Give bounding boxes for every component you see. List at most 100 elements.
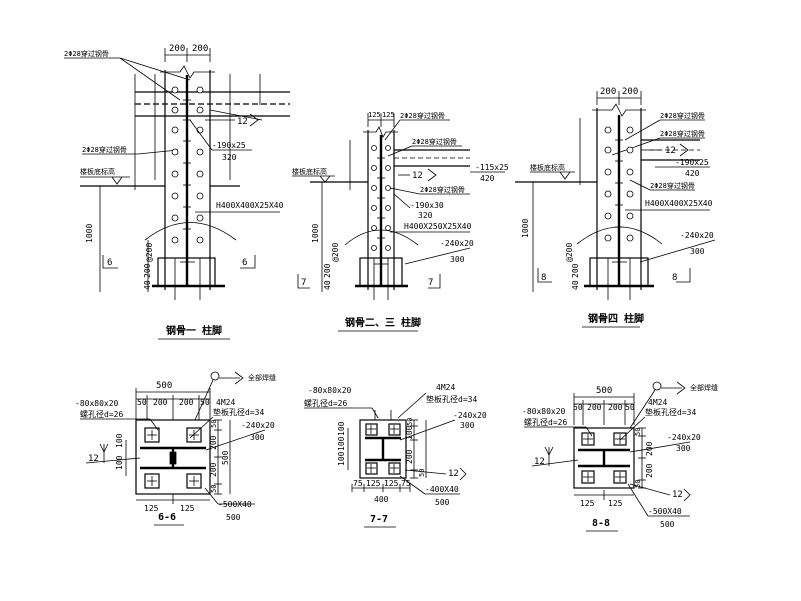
elev2-dim-top-b: 125 — [382, 111, 395, 119]
plan7-washer: 垫板孔径d=34 — [426, 394, 477, 404]
elev2-plate: -240x20 — [440, 239, 474, 248]
plan6-plate-len: 300 — [250, 433, 265, 442]
plan6-right-dim-c: 200 — [209, 462, 218, 477]
plan6-left-dim-a: 100 — [115, 433, 124, 448]
plan8-bottom-dim-b: 125 — [608, 499, 623, 508]
plan7-hole: 螺孔径d=26 — [304, 398, 347, 408]
elev3-stud3-label: 2Φ28穿过钢骨 — [650, 181, 695, 190]
plan8-plate-len: 300 — [676, 444, 691, 453]
plan6-top-dim-c: 200 — [179, 398, 194, 407]
plan7-right-dim-d: 50 — [418, 469, 426, 477]
elev3-base1: 40 — [571, 280, 580, 290]
plan7-right-dim-c: 200 — [405, 449, 414, 464]
plan8-right-dim-c: 200 — [645, 463, 654, 478]
elev2-cut-left: 7 — [301, 278, 306, 288]
plan6-bottom-dim-b: 125 — [180, 504, 195, 513]
plan-7-7: -80x80x20 螺孔径d=26 4M24 垫板孔径d=34 -240x20 … — [304, 383, 487, 528]
plan7-left-dim-a: 100 — [337, 421, 346, 436]
plan6-right-dim-a: 50 — [210, 420, 218, 428]
elev3-cut-right: 8 — [672, 273, 677, 283]
elev2-stiffener2: -190x30 — [410, 201, 444, 210]
elev1-dim-top-a: 200 — [169, 44, 185, 54]
plan8-all-weld: 全部焊缝 — [690, 383, 718, 392]
elev2-stiffener: -115x25 — [475, 163, 509, 172]
elev1-holes — [171, 86, 204, 244]
plan6-top-dim-d: 50 — [200, 398, 210, 407]
plan7-plate-len: 300 — [460, 421, 475, 430]
elev3-holes — [604, 126, 634, 242]
plan6-right-dim-b: 200 — [209, 435, 218, 450]
plan6-bottom-dim-a: 125 — [144, 504, 159, 513]
elev1-cut-right: 6 — [242, 258, 247, 268]
plan7-angle: -80x80x20 — [308, 386, 352, 395]
plan6-washer: 垫板孔径d=34 — [213, 407, 264, 417]
plan6-top-total: 500 — [156, 381, 172, 391]
plan7-weld: 12 — [448, 469, 459, 479]
plan8-top-dim-b: 200 — [587, 403, 602, 412]
plan7-bottom-dim-c: 125 — [384, 479, 399, 488]
elev2-section: H400X250X25X40 — [404, 222, 472, 231]
plan6-bolts: 4M24 — [216, 398, 235, 407]
plan6-right-dim-d: 50 — [210, 485, 218, 493]
plan8-top-total: 500 — [596, 386, 612, 396]
elev3-spacing: @200 — [565, 243, 574, 262]
elev2-stud-label: 2Φ28穿过钢骨 — [400, 111, 445, 120]
plan8-right-dim-a: 50 — [634, 428, 642, 436]
plan7-bolts: 4M24 — [436, 383, 455, 392]
elev3-plate: -240x20 — [680, 231, 714, 240]
plan7-left-dim-b: 100 — [337, 436, 346, 451]
elev3-stud-label: 2Φ28穿过钢骨 — [660, 111, 705, 120]
elev3-stud2-label: 2Φ28穿过钢骨 — [660, 129, 705, 138]
elev1-dim-top-b: 200 — [192, 44, 208, 54]
plan6-base: -500X40 — [218, 500, 252, 509]
plan7-bottom-dim-b: 125 — [366, 479, 381, 488]
elev1-weld: 12 — [237, 117, 248, 127]
elev3-height: 1000 — [521, 219, 530, 238]
plan7-right-dim-b: 100 — [405, 425, 414, 440]
elev1-cut-left: 6 — [107, 258, 112, 268]
elev1-stiffener-len: 320 — [222, 153, 237, 162]
elev1-section: H400X400X25X40 — [216, 201, 284, 210]
plan6-weld: 12 — [88, 454, 99, 464]
elev2-title: 钢骨二、三 柱脚 — [345, 316, 421, 329]
elev1-stud2-label: 2Φ28穿过钢骨 — [82, 145, 127, 154]
elev2-base1: 40 — [323, 280, 332, 290]
plan8-right-dim-b: 200 — [645, 441, 654, 456]
elev2-stud2-label: 2Φ28穿过钢骨 — [412, 137, 457, 146]
plan8-angle: -80x80x20 — [522, 407, 566, 416]
plan8-top-dim-a: 50 — [573, 403, 583, 412]
elev1-base2: 200 — [143, 263, 152, 278]
plan7-bottom-dim-d: 75 — [401, 479, 411, 488]
plan6-top-dim-b: 200 — [153, 398, 168, 407]
plan6-title: 6-6 — [158, 512, 176, 523]
elev1-base1: 40 — [143, 280, 152, 290]
elev3-section: H400X400X25X40 — [645, 199, 713, 208]
plan8-top-dim-c: 200 — [608, 403, 623, 412]
plan7-plate: -240x20 — [453, 411, 487, 420]
plan8-weld: 12 — [534, 457, 545, 467]
elev2-plate-len: 300 — [450, 255, 465, 264]
plan7-base: -400X40 — [425, 485, 459, 494]
elev3-slab-label: 楼板底标高 — [530, 163, 565, 172]
elevation-2: 125 125 楼板底标高 2Φ28穿过钢骨 2Φ28穿过钢骨 2Φ28穿过钢骨… — [292, 111, 509, 332]
plan7-bottom-total: 400 — [374, 495, 389, 504]
plan8-hole: 螺孔径d=26 — [524, 417, 567, 427]
elev2-cut-right: 7 — [428, 278, 433, 288]
elev3-weld: 12 — [665, 146, 676, 156]
plan7-right-dim-a: 50 — [406, 418, 414, 426]
plan8-top-dim-d: 50 — [625, 403, 635, 412]
elev2-stiffener-len: 420 — [480, 174, 495, 183]
elev2-height: 1000 — [311, 224, 320, 243]
elev2-base2: 200 — [323, 263, 332, 278]
elev2-dim-top-a: 125 — [368, 111, 381, 119]
elev3-dim-top-b: 200 — [622, 87, 638, 97]
plan8-bolts: 4M24 — [648, 398, 667, 407]
plan6-all-weld: 全部焊缝 — [248, 373, 276, 382]
elev3-stiffener: -190x25 — [675, 158, 709, 167]
plan8-title: 8-8 — [592, 518, 610, 529]
elev1-stud-label: 2Φ28穿过钢骨 — [64, 49, 109, 58]
elev3-plate-len: 300 — [690, 247, 705, 256]
elev3-title: 钢骨四 柱脚 — [588, 312, 644, 325]
elev1-stiffener: -190x25 — [212, 141, 246, 150]
plan6-base-len: 500 — [226, 513, 241, 522]
